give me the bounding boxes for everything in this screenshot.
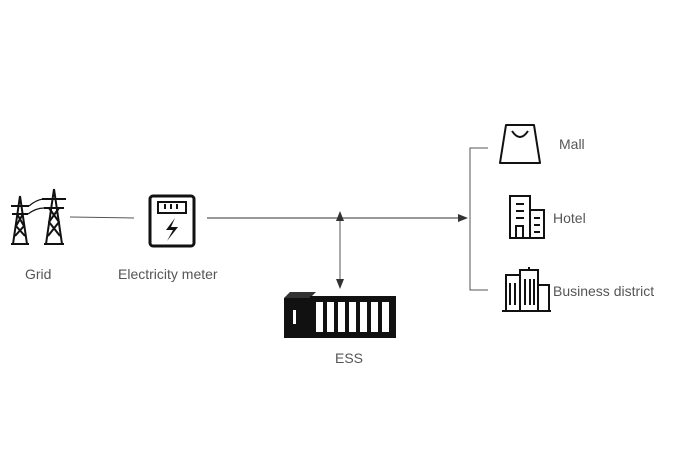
business-district-label: Business district (553, 283, 655, 299)
office-buildings-icon (500, 267, 552, 313)
battery-container-icon (282, 292, 398, 342)
hotel-building-icon (507, 194, 547, 240)
electricity-meter-icon (148, 194, 198, 248)
loads-bracket (469, 147, 488, 291)
electricity-meter-label: Electricity meter (118, 266, 218, 282)
grid-label: Grid (25, 266, 52, 282)
shopping-bag-icon (498, 123, 542, 165)
hotel-label: Hotel (553, 210, 586, 226)
ess-label: ESS (335, 350, 364, 366)
power-tower-icon (6, 186, 70, 248)
mall-label: Mall (559, 136, 585, 152)
grid-to-meter-line (69, 216, 135, 219)
